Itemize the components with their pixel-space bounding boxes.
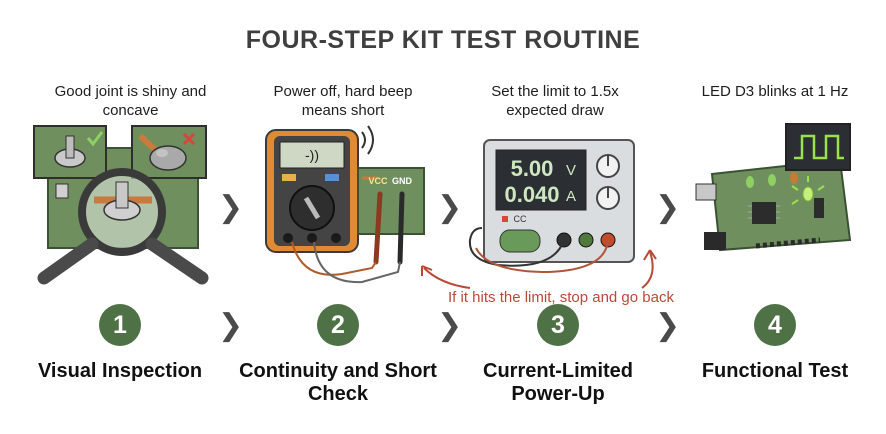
step-1-badge: 1 bbox=[99, 304, 141, 346]
step-4-caption: LED D3 blinks at 1 Hz bbox=[701, 83, 849, 100]
step-1-label: Visual Inspection bbox=[37, 360, 203, 382]
chevron-right-icon: ❯ bbox=[437, 190, 463, 225]
probe-label-vcc: VCC bbox=[368, 176, 388, 186]
chevron-right-icon: ❯ bbox=[218, 190, 244, 225]
current-unit: A bbox=[566, 188, 576, 205]
cc-indicator: CC bbox=[514, 214, 527, 224]
functional-test-illustration bbox=[695, 123, 852, 252]
square-wave-icon bbox=[794, 134, 844, 160]
led-row bbox=[746, 172, 825, 205]
chevron-right-icon: ❯ bbox=[437, 308, 463, 343]
page-title: FOUR-STEP KIT TEST ROUTINE bbox=[245, 26, 641, 54]
step-1-caption: Good joint is shiny and concave bbox=[54, 83, 207, 119]
chevron-right-icon: ❯ bbox=[655, 190, 681, 225]
step-4-label: Functional Test bbox=[701, 360, 849, 382]
step-4-badge: 4 bbox=[754, 304, 796, 346]
voltage-readout: 5.00 bbox=[511, 156, 554, 181]
chevron-right-icon: ❯ bbox=[655, 308, 681, 343]
step-2-badge: 2 bbox=[317, 304, 359, 346]
step-3-badge: 3 bbox=[537, 304, 579, 346]
multimeter-illustration: -)) VCC GND bbox=[265, 125, 425, 284]
step-3-caption: Set the limit to 1.5x expected draw bbox=[491, 83, 619, 119]
multimeter-display: -)) bbox=[305, 147, 319, 163]
step-2-caption: Power off, hard beep means short bbox=[273, 83, 413, 119]
visual-inspection-illustration bbox=[33, 125, 209, 285]
step-3-label: Current-Limited Power-Up bbox=[483, 360, 633, 405]
power-supply-illustration: 5.00 V 0.040 A CC bbox=[468, 139, 635, 274]
feedback-note: If it hits the limit, stop and go back bbox=[448, 289, 674, 306]
cross-icon bbox=[182, 132, 196, 146]
check-icon bbox=[86, 131, 104, 147]
feedback-arrows bbox=[421, 249, 657, 289]
current-readout: 0.040 bbox=[504, 182, 559, 207]
magnifier-icon bbox=[37, 168, 209, 285]
chevron-right-icon: ❯ bbox=[218, 308, 244, 343]
step-2-label: Continuity and Short Check bbox=[239, 360, 437, 405]
probe-label-gnd: GND bbox=[392, 176, 413, 186]
voltage-unit: V bbox=[566, 162, 576, 179]
sound-waves-icon bbox=[361, 125, 374, 155]
